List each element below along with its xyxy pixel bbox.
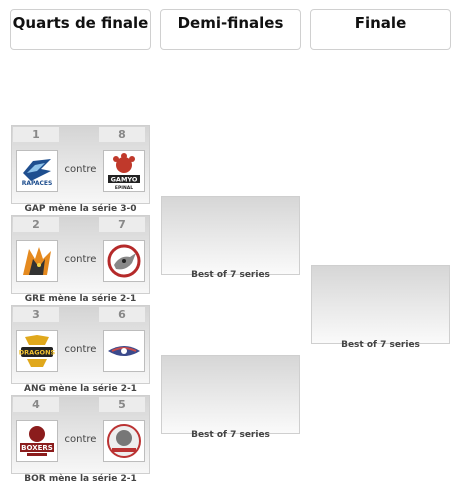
seed-right: 6 [99,307,145,322]
gamyo-wordmark: GAMYO [111,176,138,184]
lions-logo-icon[interactable] [103,420,145,462]
versus-label: contre [64,434,97,445]
semifinal-2-label: Best of 7 series [191,430,270,440]
seed-left: 4 [13,397,59,412]
versus-label: contre [64,344,97,355]
rhino-logo-icon[interactable] [103,240,145,282]
round-header-semifinals: Demi-finales [160,9,301,50]
series-status: GRE mène la série 2-1 [24,294,137,304]
semifinal-match-2[interactable] [161,355,300,434]
versus-label: contre [64,254,97,265]
seed-right: 7 [99,217,145,232]
ducs-dragons-logo-icon[interactable]: DRAGONS [16,330,58,372]
quarterfinal-match-3[interactable]: 3 6 DRAGONS contre [11,305,150,384]
quarterfinal-match-1[interactable]: 1 8 RAPACES contre GAMYO EPINAL [11,125,150,204]
versus-label: contre [64,164,97,175]
quarterfinal-match-2[interactable]: 2 7 contre [11,215,150,294]
semifinal-match-1[interactable] [161,196,300,275]
round-header-quarterfinals: Quarts de finale [10,9,151,50]
epinal-wordmark: EPINAL [115,185,133,191]
series-status: GAP mène la série 3-0 [24,204,137,214]
dragons-wordmark: DRAGONS [19,349,56,357]
rapaces-logo-icon[interactable]: RAPACES [16,150,58,192]
mulhouse-logo-icon[interactable] [103,330,145,372]
seed-right: 8 [99,127,145,142]
final-label: Best of 7 series [341,340,420,350]
svg-text:RAPACES: RAPACES [22,180,53,187]
boxers-logo-icon[interactable]: BOXERS [16,420,58,462]
boxers-wordmark: BOXERS [21,444,53,452]
quarterfinal-match-4[interactable]: 4 5 BOXERS contre [11,395,150,474]
seed-left: 2 [13,217,59,232]
seed-right: 5 [99,397,145,412]
series-status: ANG mène la série 2-1 [24,384,137,394]
seed-left: 3 [13,307,59,322]
final-match[interactable] [311,265,450,344]
gamyo-epinal-logo-icon[interactable]: GAMYO EPINAL [103,150,145,192]
series-status: BOR mène la série 2-1 [24,474,137,484]
round-header-final: Finale [310,9,451,50]
semifinal-1-label: Best of 7 series [191,270,270,280]
bruleurs-de-loups-logo-icon[interactable] [16,240,58,282]
seed-left: 1 [13,127,59,142]
